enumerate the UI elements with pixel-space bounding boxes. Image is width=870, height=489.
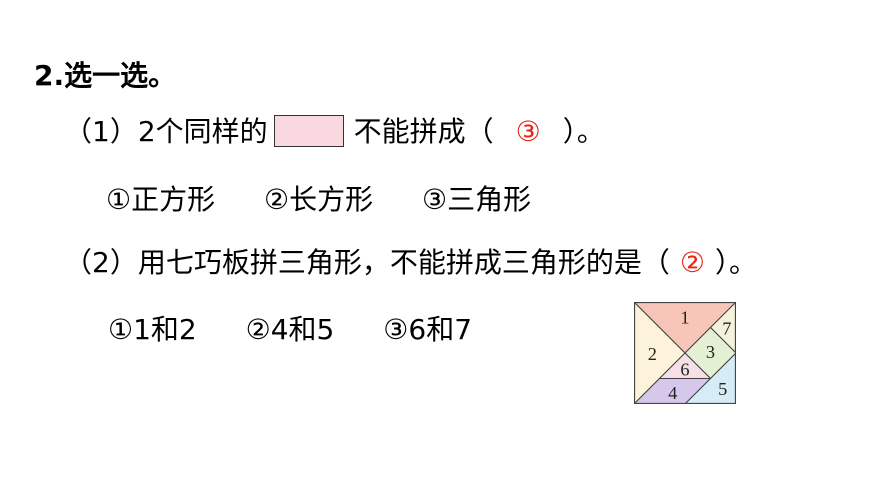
part2-option-3: ③6和7 (383, 313, 473, 346)
part1-answer: ③ (515, 115, 541, 148)
part1-option-2: ②长方形 (264, 183, 374, 216)
part1-suffix: 不能拼成（ (353, 115, 494, 148)
tangram-figure: 1 2 7 3 6 4 5 (634, 302, 736, 404)
part2-answer: ② (679, 246, 705, 279)
part1-close: ）。 (562, 115, 605, 148)
part1-options: ①正方形 ②长方形 ③三角形 (106, 182, 531, 218)
pink-rectangle-shape (273, 115, 344, 147)
question-title: 2.选一选。 (34, 59, 177, 92)
tangram-label-3: 3 (706, 342, 715, 362)
part2-option-2: ②4和5 (245, 313, 335, 346)
part2-option-1: ①1和2 (108, 313, 197, 346)
tangram-label-7: 7 (722, 319, 731, 339)
part1-option-3: ③三角形 (422, 183, 532, 216)
tangram-piece-5 (684, 352, 736, 404)
part1-prefix: （1）2个同样的 (64, 115, 268, 148)
tangram-label-2: 2 (648, 344, 657, 364)
part2-stem: （2）用七巧板拼三角形，不能拼成三角形的是（ ② ）。 (64, 245, 757, 281)
part2-options: ①1和2 ②4和5 ③6和7 (108, 312, 472, 348)
tangram-label-1: 1 (680, 307, 689, 327)
part1-option-1: ①正方形 (106, 183, 216, 216)
part2-prefix: （2）用七巧板拼三角形，不能拼成三角形的是（ (64, 246, 670, 279)
part2-close: ）。 (714, 246, 757, 279)
tangram-label-6: 6 (680, 359, 689, 379)
part1-stem: （1）2个同样的 不能拼成（ ③ ）。 (64, 114, 605, 150)
tangram-label-5: 5 (718, 379, 727, 399)
tangram-label-4: 4 (668, 383, 677, 403)
